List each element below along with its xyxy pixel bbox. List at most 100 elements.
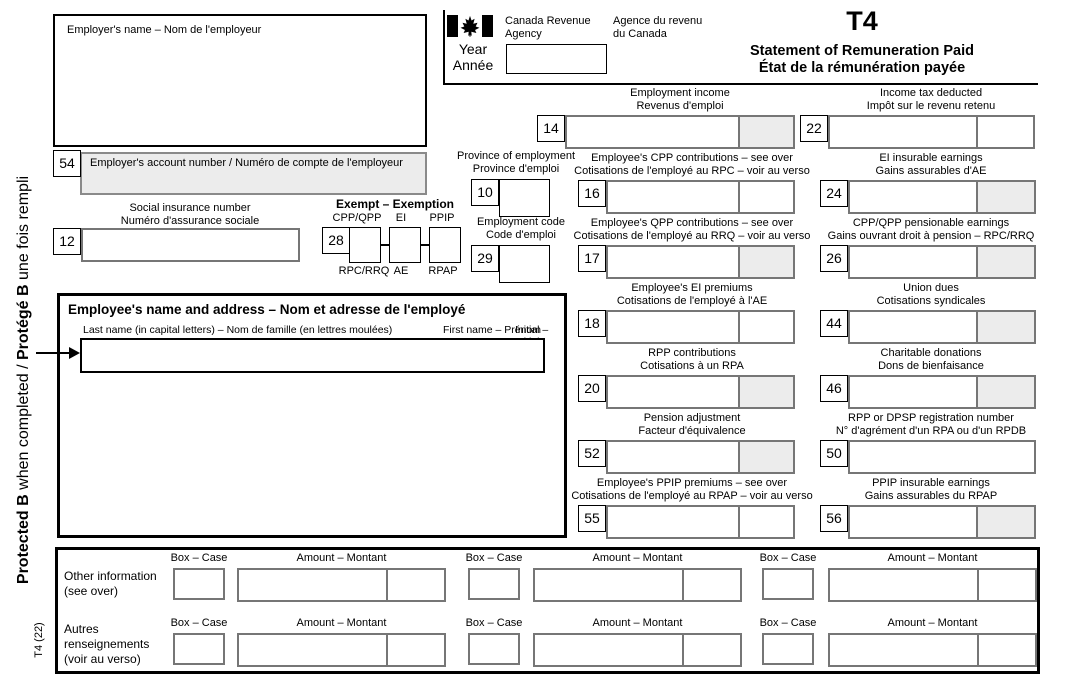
first-name-label: First name – Prénom bbox=[443, 324, 542, 336]
box-44-cents-cell[interactable] bbox=[976, 312, 1034, 342]
employee-name-input[interactable] bbox=[80, 338, 545, 373]
province-label: Province of employment Province d'emploi bbox=[457, 150, 575, 175]
other-box-case-label: Box – Case bbox=[170, 617, 228, 629]
box-16-cents-cell[interactable] bbox=[738, 182, 793, 212]
box-17-number: 17 bbox=[578, 245, 606, 272]
protected-b-notice: Protected B when completed / Protégé B u… bbox=[15, 175, 32, 585]
other-amount-cents-cell[interactable] bbox=[386, 635, 444, 665]
employer-account-label: Employer's account number / Numéro de co… bbox=[90, 157, 403, 169]
exempt-cppqpp-checkbox[interactable] bbox=[349, 227, 381, 263]
box-52-cents-cell[interactable] bbox=[738, 442, 793, 472]
canada-flag-icon bbox=[447, 15, 493, 37]
other-amount-label: Amount – Montant bbox=[296, 552, 387, 564]
box-52-amount-input[interactable] bbox=[606, 440, 795, 474]
box-17-amount-input[interactable] bbox=[606, 245, 795, 279]
box-55-number: 55 bbox=[578, 505, 606, 532]
form-title: T4 bbox=[846, 6, 878, 36]
box-22-amount-input[interactable] bbox=[828, 115, 1035, 149]
form-subtitle-en: Statement of Remuneration Paid bbox=[750, 43, 974, 59]
employment-code-input[interactable] bbox=[499, 245, 550, 283]
box-17-cents-cell[interactable] bbox=[738, 247, 793, 277]
box-46-cents-cell[interactable] bbox=[976, 377, 1034, 407]
box-50-amount-input[interactable] bbox=[848, 440, 1036, 474]
other-box-input-r1c1[interactable] bbox=[173, 568, 225, 600]
other-amount-cents-cell[interactable] bbox=[977, 635, 1035, 665]
form-subtitle-fr: État de la rémunération payée bbox=[758, 60, 966, 76]
box-14-number: 14 bbox=[537, 115, 565, 142]
exempt-connector-2 bbox=[421, 244, 429, 246]
box-24-amount-input[interactable] bbox=[848, 180, 1036, 214]
box-52-number: 52 bbox=[578, 440, 606, 467]
employee-pointer-line bbox=[36, 352, 70, 354]
other-box-input-r1c2[interactable] bbox=[468, 568, 520, 600]
province-input[interactable] bbox=[499, 179, 550, 217]
employer-account-input[interactable]: Employer's account number / Numéro de co… bbox=[80, 152, 427, 195]
last-name-label: Last name (in capital letters) – Nom de … bbox=[83, 324, 393, 336]
box-56-cents-cell[interactable] bbox=[976, 507, 1034, 537]
other-amount-input-r1c2[interactable] bbox=[533, 568, 742, 602]
other-box-case-label: Box – Case bbox=[759, 617, 817, 629]
year-input[interactable] bbox=[506, 44, 607, 74]
employee-pointer-arrow-icon bbox=[69, 347, 80, 359]
other-box-input-r2c2[interactable] bbox=[468, 633, 520, 665]
other-box-case-label: Box – Case bbox=[465, 617, 523, 629]
form-code: T4 (22) bbox=[33, 622, 45, 658]
box-22-cents-cell[interactable] bbox=[976, 117, 1033, 147]
other-amount-input-r1c1[interactable] bbox=[237, 568, 446, 602]
box-18-amount-input[interactable] bbox=[606, 310, 795, 344]
other-amount-input-r2c2[interactable] bbox=[533, 633, 742, 667]
box-22-number: 22 bbox=[800, 115, 828, 142]
employer-name-box[interactable]: Employer's name – Nom de l'employeur bbox=[53, 14, 427, 147]
other-box-input-r2c3[interactable] bbox=[762, 633, 814, 665]
box-18-cents-cell[interactable] bbox=[738, 312, 793, 342]
box-14-amount-input[interactable] bbox=[565, 115, 795, 149]
box-26-amount-input[interactable] bbox=[848, 245, 1036, 279]
sin-input[interactable] bbox=[81, 228, 300, 262]
exempt-ppip-checkbox[interactable] bbox=[429, 227, 461, 263]
other-amount-cents-cell[interactable] bbox=[977, 570, 1035, 600]
box-16-number: 16 bbox=[578, 180, 606, 207]
other-amount-input-r2c1[interactable] bbox=[237, 633, 446, 667]
box-50-number: 50 bbox=[820, 440, 848, 467]
other-amount-label: Amount – Montant bbox=[592, 617, 683, 629]
other-amount-input-r1c3[interactable] bbox=[828, 568, 1037, 602]
other-box-input-r2c1[interactable] bbox=[173, 633, 225, 665]
other-amount-cents-cell[interactable] bbox=[682, 635, 740, 665]
protected-b-en: Protected B bbox=[15, 494, 32, 585]
box-20-cents-cell[interactable] bbox=[738, 377, 793, 407]
box-20-amount-input[interactable] bbox=[606, 375, 795, 409]
other-amount-label: Amount – Montant bbox=[592, 552, 683, 564]
agency-name-fr: Agence du revenu du Canada bbox=[613, 15, 703, 40]
box-12-number: 12 bbox=[53, 228, 81, 255]
exempt-connector-1 bbox=[381, 244, 389, 246]
year-label: Year Année bbox=[452, 41, 494, 73]
sin-label: Social insurance number Numéro d'assuran… bbox=[120, 202, 260, 227]
box-26-number: 26 bbox=[820, 245, 848, 272]
exempt-ei-checkbox[interactable] bbox=[389, 227, 421, 263]
box-56-amount-input[interactable] bbox=[848, 505, 1036, 539]
other-amount-input-r2c3[interactable] bbox=[828, 633, 1037, 667]
box-26-cents-cell[interactable] bbox=[976, 247, 1034, 277]
box-24-cents-cell[interactable] bbox=[976, 182, 1034, 212]
box-10-number: 10 bbox=[471, 179, 499, 206]
box-44-amount-input[interactable] bbox=[848, 310, 1036, 344]
other-information-label-en: Other information (see over) bbox=[64, 569, 157, 598]
other-amount-cents-cell[interactable] bbox=[386, 570, 444, 600]
other-amount-cents-cell[interactable] bbox=[682, 570, 740, 600]
box-16-amount-input[interactable] bbox=[606, 180, 795, 214]
box-46-amount-input[interactable] bbox=[848, 375, 1036, 409]
box-55-amount-input[interactable] bbox=[606, 505, 795, 539]
box-14-cents-cell[interactable] bbox=[738, 117, 793, 147]
box-55-cents-cell[interactable] bbox=[738, 507, 793, 537]
other-box-input-r1c3[interactable] bbox=[762, 568, 814, 600]
